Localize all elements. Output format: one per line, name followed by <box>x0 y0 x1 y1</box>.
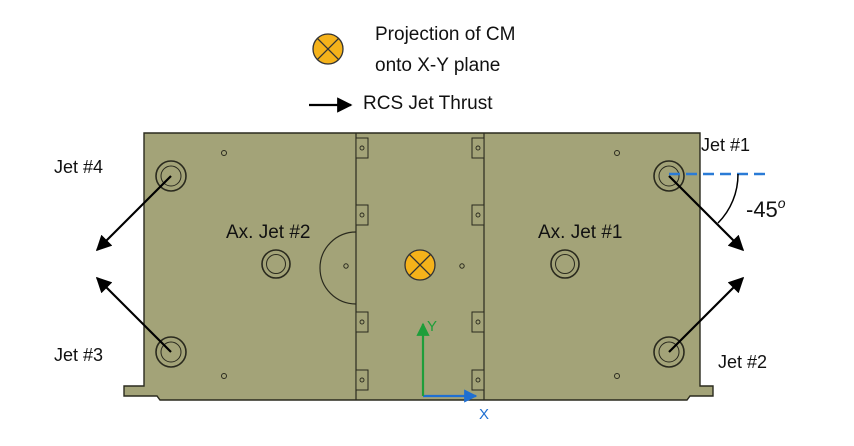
nozzle-jet3 <box>155 336 187 368</box>
angle-value: -45 <box>746 197 778 222</box>
label-jet1: Jet #1 <box>701 135 751 155</box>
label-jet3: Jet #3 <box>54 345 104 365</box>
angle-label: -45o <box>746 195 786 223</box>
jet-nozzles <box>155 160 685 368</box>
panel-cutout <box>319 231 357 305</box>
angle-unit: o <box>777 195 786 211</box>
legend-cm-line1: Projection of CM <box>375 24 516 45</box>
label-ax-jet2: Ax. Jet #2 <box>226 222 311 243</box>
label-jet2: Jet #2 <box>718 352 768 372</box>
angle-arc <box>717 173 739 224</box>
nozzle-jet2 <box>653 336 685 368</box>
thrust-arrow-jet1 <box>668 175 745 252</box>
tab-holes <box>359 145 481 383</box>
nozzle-ax-jet1 <box>550 249 580 279</box>
legend-thrust-label: RCS Jet Thrust <box>363 93 493 114</box>
panel-tabs <box>355 137 485 391</box>
mounting-holes <box>221 150 620 379</box>
cm-marker <box>404 249 436 281</box>
thrust-arrow-jet3 <box>95 276 172 353</box>
label-jet4: Jet #4 <box>54 157 104 177</box>
nozzle-ax-jet2 <box>261 249 291 279</box>
axis-label-y: Y <box>427 318 438 335</box>
axis-label-x: X <box>479 406 490 423</box>
thrust-arrows <box>95 175 745 353</box>
legend-cm-icon <box>312 33 344 65</box>
nozzle-jet1 <box>653 160 685 192</box>
nozzle-jet4 <box>155 160 187 192</box>
label-ax-jet1: Ax. Jet #1 <box>538 222 623 243</box>
thrust-arrow-jet4 <box>95 175 172 252</box>
legend-cm-line2: onto X-Y plane <box>375 55 501 76</box>
thrust-arrow-jet2 <box>668 276 745 353</box>
